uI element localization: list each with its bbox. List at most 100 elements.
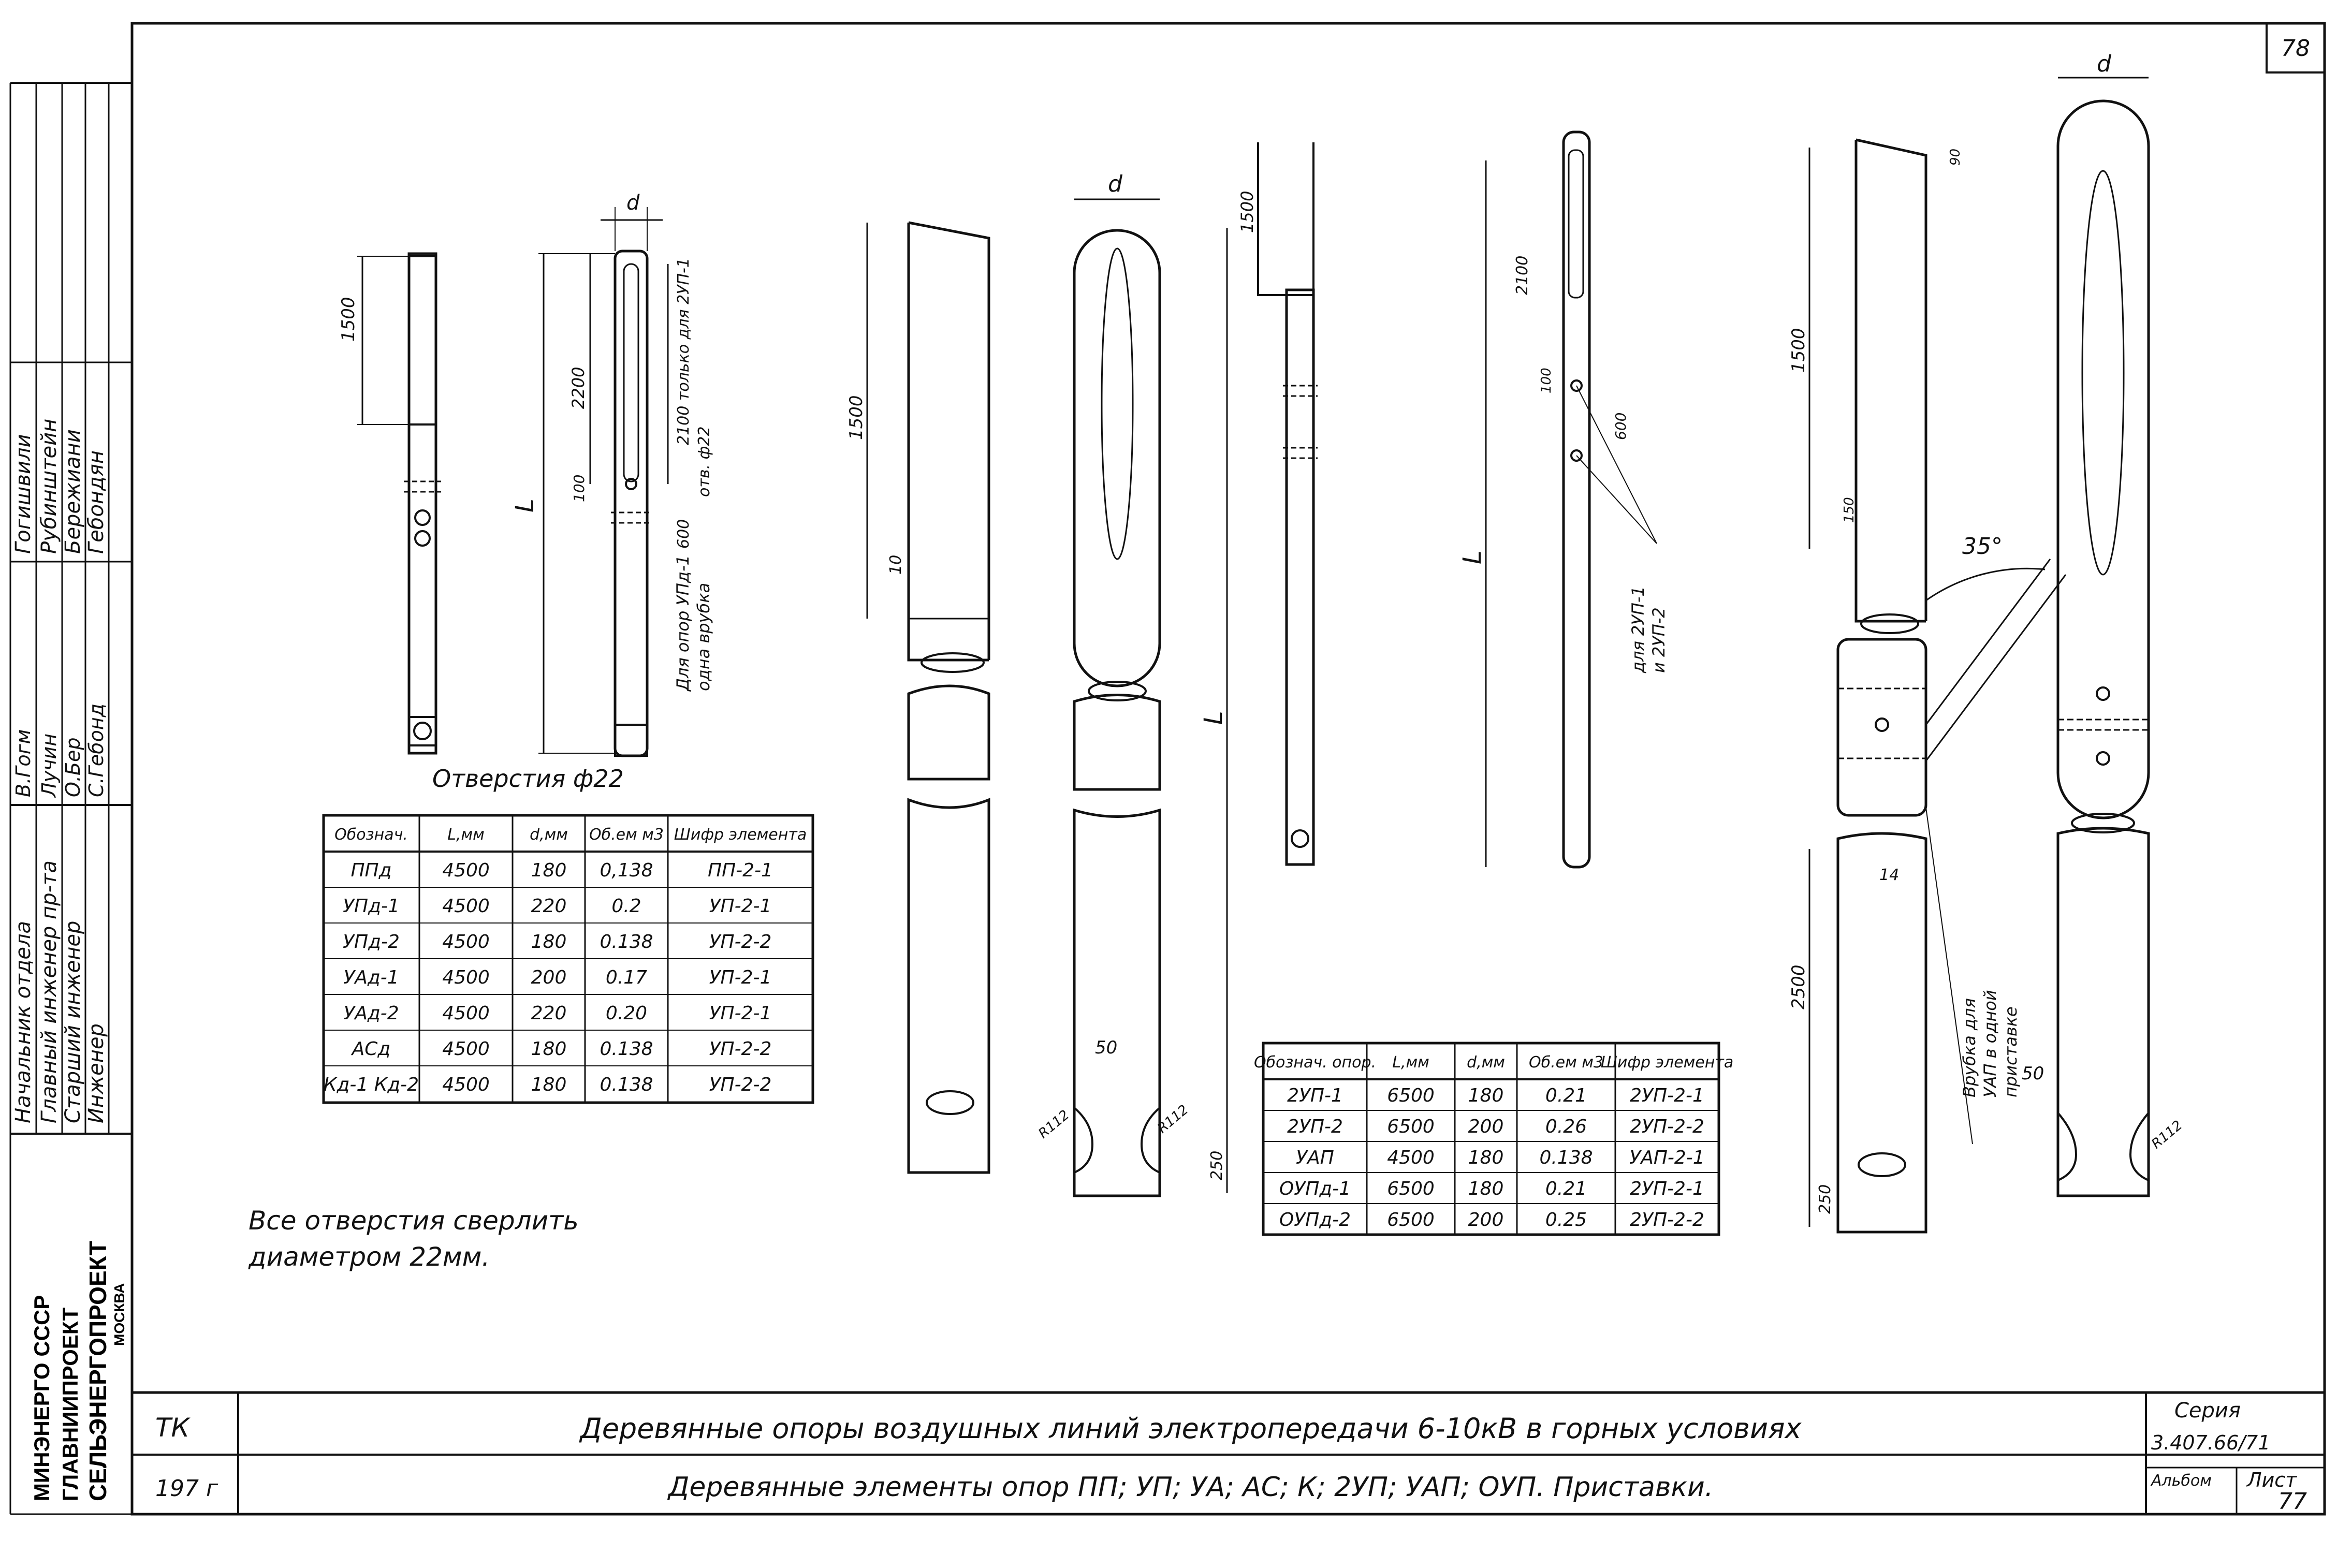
dim-r112-c: R112 — [2149, 1118, 2185, 1152]
drawing-post-1: 1500 — [338, 252, 441, 755]
table1-cell: 0.138 — [600, 1038, 653, 1060]
table2-header-0: Обознач. опор. — [1254, 1053, 1376, 1072]
stamp-role-2: Главный инженер пр-та — [37, 860, 61, 1123]
table1-cell: УП-2-2 — [709, 1074, 772, 1095]
drawing-post-3: 1500 — [1237, 142, 1318, 866]
table1-row: УАд-2 4500 220 0.20 УП-2-1 — [343, 1003, 771, 1024]
table2-header-1: L,мм — [1392, 1053, 1429, 1072]
table2-cell: ОУПд-2 — [1279, 1209, 1351, 1230]
drawing-post-2: d L 2200 100 2100 только для 2УП-1 отв. … — [510, 191, 713, 757]
table2-row: 2УП-2 6500 200 0.26 2УП-2-2 — [1287, 1116, 1704, 1137]
sheet-value: 77 — [2278, 1488, 2307, 1515]
note-line-1: Все отверстия сверлить — [249, 1206, 579, 1236]
stamp-signature-2: Лучин — [38, 734, 61, 798]
dim-hole-22: отв. ф22 — [695, 427, 713, 497]
table1-cell: 4500 — [442, 860, 490, 881]
table1-cell: УП-2-2 — [709, 1038, 772, 1060]
table1-cell: ППд — [350, 860, 391, 881]
table1-cell: 0.17 — [606, 967, 647, 988]
table2-header-3: Об.ем м3 — [1529, 1053, 1603, 1072]
table2-cell: 0.25 — [1545, 1209, 1587, 1230]
table2-cell: 180 — [1468, 1085, 1504, 1106]
dim-50-a: 50 — [1095, 1037, 1117, 1058]
table1-cell: 0.20 — [606, 1003, 647, 1024]
dim-only-2up1: 2100 только для 2УП-1 — [675, 258, 693, 445]
dim-1500-b: 1500 — [846, 395, 867, 440]
table2-header-4: Шифр элемента — [1601, 1053, 1733, 1072]
table1-cell: УП-2-2 — [709, 931, 772, 952]
table2-cell: 180 — [1468, 1178, 1504, 1199]
sheet-number: 78 — [2281, 35, 2310, 62]
table2-cell: 2УП-2-2 — [1630, 1209, 1704, 1230]
table1-header-2: d,мм — [530, 826, 568, 844]
table1-cell: УАд-2 — [343, 1003, 399, 1024]
table1-cell: 0.2 — [611, 896, 641, 917]
table1-cell: АСд — [351, 1038, 391, 1060]
stamp-name-1: Гогишвили — [11, 434, 35, 554]
table1-row: ППд 4500 180 0,138 ПП-2-1 — [350, 860, 772, 881]
stamp-signature-1: В.Гогм — [12, 729, 35, 797]
table2-row: 2УП-1 6500 180 0.21 2УП-2-1 — [1287, 1085, 1704, 1106]
table2-cell: 6500 — [1387, 1085, 1435, 1106]
table1-cell: 0.138 — [600, 931, 653, 952]
dim-d-2: d — [1108, 171, 1123, 197]
stamp-signature-4: С.Гебонд — [85, 704, 108, 797]
table2-row: УАП 4500 180 0.138 УАП-2-1 — [1296, 1147, 1705, 1168]
dim-250: 250 — [1208, 1151, 1226, 1180]
album-label: Альбом — [2150, 1472, 2212, 1490]
notch-label-1: Врубка для — [1960, 998, 1979, 1097]
table1-cell: 0.138 — [600, 1074, 653, 1095]
table2-cell: 6500 — [1387, 1209, 1435, 1230]
dim-150: 150 — [1842, 497, 1857, 523]
dim-600-b: 600 — [1612, 413, 1629, 440]
table1-cell: 4500 — [442, 967, 490, 988]
title-block: ТК 197 г Деревянные опоры воздушных лини… — [132, 1391, 2325, 1515]
table-elements-1: Обознач. L,мм d,мм Об.ем м3 Шифр элемент… — [322, 814, 814, 1104]
dim-50-b: 50 — [2022, 1063, 2044, 1084]
table1-cell: 220 — [531, 1003, 567, 1024]
table2-cell: 6500 — [1387, 1178, 1435, 1199]
dim-100-b: 100 — [1539, 368, 1554, 393]
dim-L-2: L — [1199, 711, 1228, 725]
table1-cell: 4500 — [442, 1038, 490, 1060]
table1-cell: 0,138 — [600, 860, 653, 881]
table1-cell: 180 — [531, 931, 567, 952]
table2-cell: 0.21 — [1545, 1178, 1587, 1199]
dim-10: 10 — [887, 555, 905, 575]
table1-cell: УП-2-1 — [709, 1003, 772, 1024]
table1-cell: 4500 — [442, 1074, 490, 1095]
stamp-name-3: Бережиани — [61, 429, 85, 554]
angle-label: 35° — [1962, 533, 2003, 560]
dim-2500: 2500 — [1788, 964, 1809, 1009]
table1-row: Кд-1 Кд-2 4500 180 0.138 УП-2-2 — [324, 1074, 771, 1095]
stamp-org-2: ГЛАВНИИПРОЕКТ — [58, 1307, 82, 1501]
table1-header-1: L,мм — [447, 826, 485, 844]
dim-600: 600 — [675, 519, 693, 549]
table1-cell: УПд-2 — [343, 931, 400, 952]
table1-row: УПд-2 4500 180 0.138 УП-2-2 — [343, 931, 771, 952]
dim-r112-a: R112 — [1035, 1107, 1072, 1142]
table1-row: УПд-1 4500 220 0.2 УП-2-1 — [343, 896, 771, 917]
table2-row: ОУПд-1 6500 180 0.21 2УП-2-1 — [1279, 1178, 1704, 1199]
series-label: Серия — [2174, 1399, 2241, 1423]
label-for-supports-2: одна врубка — [694, 583, 713, 691]
dim-1500-d: 1500 — [1788, 328, 1809, 373]
table2-cell: 6500 — [1387, 1116, 1435, 1137]
table-elements-2: Обознач. опор. L,мм d,мм Об.ем м3 Шифр э… — [1254, 1042, 1733, 1236]
table2-cell: 4500 — [1387, 1147, 1435, 1168]
table1-header-4: Шифр элемента — [674, 826, 807, 844]
sheet-frame — [9, 22, 2326, 1516]
label-for-supports-1: Для опор УПд-1 — [673, 555, 693, 692]
stamp-name-4: Гебондян — [84, 450, 108, 554]
dim-250-b: 250 — [1816, 1184, 1834, 1214]
dim-14: 14 — [1879, 866, 1899, 884]
drawing-post-4: L 2100 100 600 для 2УП-1 и 2УП-2 — [1458, 130, 1669, 869]
holes-label: Отверстия ф22 — [432, 765, 624, 793]
dim-90: 90 — [1948, 149, 1963, 166]
table2-cell: 2УП-1 — [1287, 1085, 1343, 1106]
table2-cell: УАП-2-1 — [1629, 1147, 1704, 1168]
table1-cell: 4500 — [442, 931, 490, 952]
drawing-attachment-1: 1500 10 — [846, 221, 990, 1174]
table2-cell: УАП — [1296, 1147, 1334, 1168]
